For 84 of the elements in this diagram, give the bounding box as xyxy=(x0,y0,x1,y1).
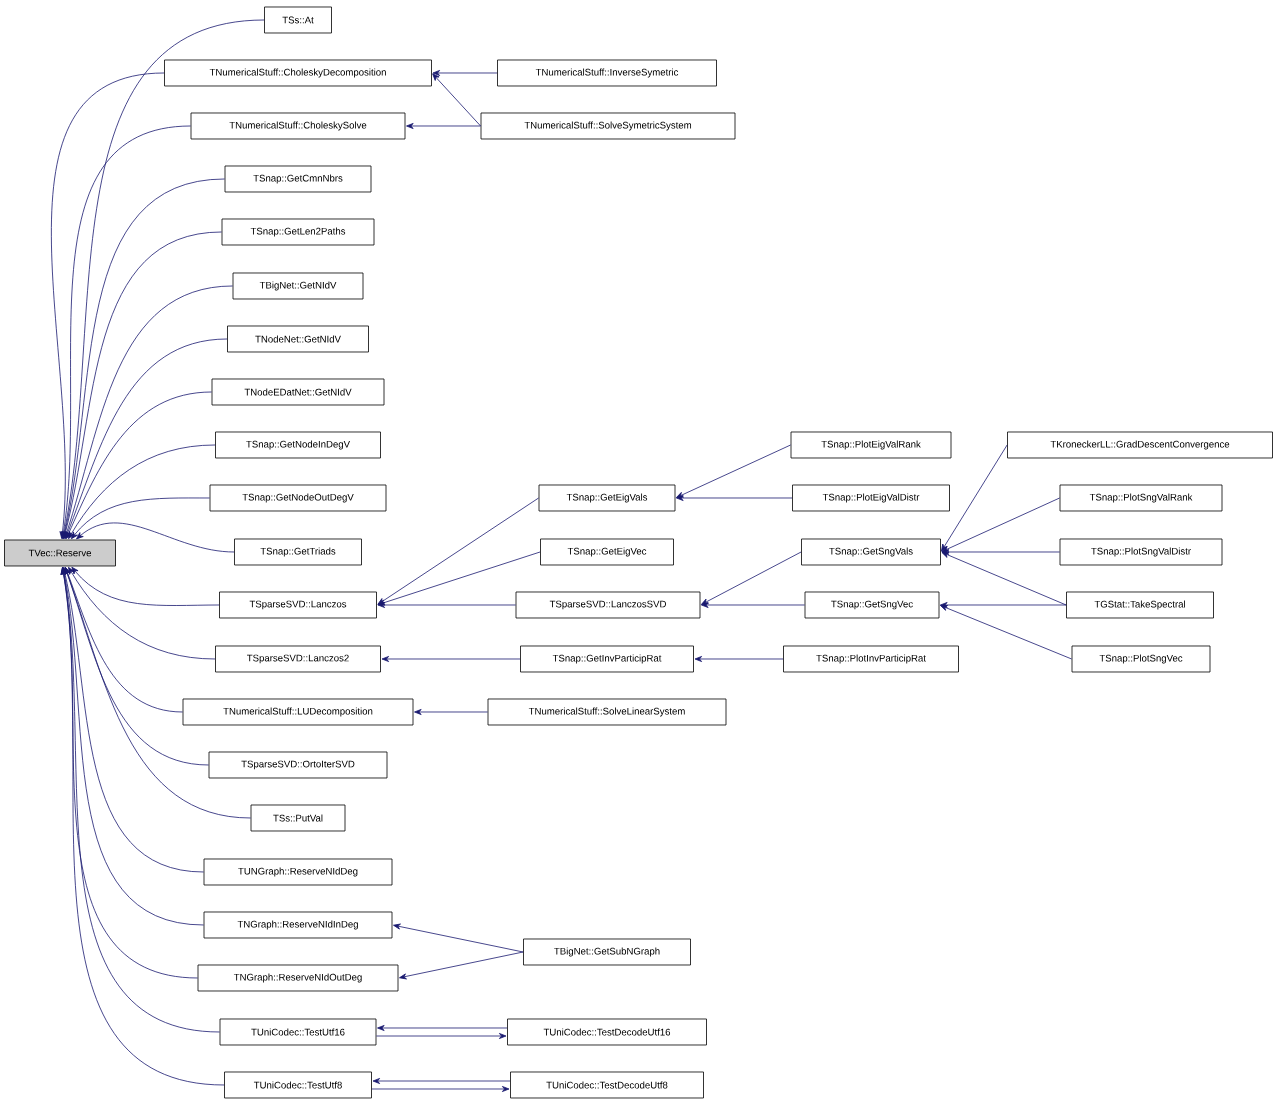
function-box: TSnap::GetInvParticipRat xyxy=(520,645,694,673)
arrow xyxy=(432,73,481,127)
function-box: TSnap::GetEigVals xyxy=(538,484,676,512)
function-box: TUniCodec::TestUtf8 xyxy=(224,1071,372,1099)
arrow xyxy=(65,567,183,713)
function-box: TNGraph::ReserveNIdOutDeg xyxy=(197,964,399,992)
arrow xyxy=(61,567,204,926)
function-box: TNumericalStuff::InverseSymetric xyxy=(497,59,717,87)
function-box: TUniCodec::TestDecodeUtf8 xyxy=(510,1071,704,1099)
function-box: TSnap::GetSngVals xyxy=(801,538,941,566)
arrow xyxy=(372,1078,511,1084)
function-box: TSnap::PlotEigValRank xyxy=(790,431,952,459)
function-box: TNodeNet::GetNIdV xyxy=(227,325,369,353)
arrow xyxy=(60,125,191,539)
arrow xyxy=(377,602,516,608)
arrow xyxy=(393,923,524,953)
arrow xyxy=(65,391,212,539)
arrow xyxy=(381,656,521,662)
arrow xyxy=(70,497,210,540)
function-box: TNumericalStuff::CholeskySolve xyxy=(190,112,406,140)
function-box: TUNGraph::ReserveNIdDeg xyxy=(203,858,393,886)
function-box: TSnap::GetSngVec xyxy=(804,591,940,619)
function-box: TSnap::GetCmnNbrs xyxy=(224,165,372,193)
function-box: TSnap::PlotSngVec xyxy=(1071,645,1211,673)
arrow xyxy=(399,951,524,980)
function-box: TSnap::GetNodeInDegV xyxy=(215,431,381,459)
function-box: TSnap::GetEigVec xyxy=(540,538,674,566)
function-box: TNumericalStuff::SolveLinearSystem xyxy=(487,698,727,726)
arrow xyxy=(676,444,791,498)
function-box: TSnap::PlotEigValDistr xyxy=(792,484,950,512)
arrow xyxy=(65,338,228,539)
arrow xyxy=(62,567,204,873)
function-box: TKroneckerLL::GradDescentConvergence xyxy=(1007,431,1273,459)
arrow xyxy=(432,70,498,76)
function-box: TNumericalStuff::CholeskyDecomposition xyxy=(164,59,432,87)
arrow xyxy=(941,552,1067,606)
arrow xyxy=(941,497,1060,552)
arrow xyxy=(62,178,225,539)
function-box: TSparseSVD::LanczosSVD xyxy=(515,591,701,619)
arrow xyxy=(377,497,539,605)
arrow xyxy=(694,656,784,662)
arrow xyxy=(376,1033,507,1039)
function-box: TSnap::GetLen2Paths xyxy=(221,218,375,246)
function-box: TSparseSVD::OrtoIterSVD xyxy=(208,751,388,779)
arrow xyxy=(64,567,209,766)
function-box: TSnap::GetTriads xyxy=(234,538,362,566)
arrow xyxy=(371,1086,510,1092)
function-box: TNumericalStuff::LUDecomposition xyxy=(182,698,414,726)
arrow xyxy=(76,522,235,553)
function-box: TNumericalStuff::SolveSymetricSystem xyxy=(480,112,736,140)
function-box: TSs::PutVal xyxy=(250,804,346,832)
arrow xyxy=(414,709,488,715)
function-box: TSnap::GetNodeOutDegV xyxy=(209,484,387,512)
function-box: TSnap::PlotInvParticipRat xyxy=(783,645,959,673)
function-box: TNGraph::ReserveNIdInDeg xyxy=(203,911,393,939)
arrow xyxy=(701,602,805,608)
arrow xyxy=(71,566,220,606)
arrow xyxy=(676,495,793,501)
function-box: TSparseSVD::Lanczos xyxy=(219,591,377,619)
arrow xyxy=(701,551,802,605)
arrow xyxy=(63,285,233,539)
function-box: TSs::At xyxy=(264,6,332,34)
arrow xyxy=(377,1025,508,1031)
function-box: TNodeEDatNet::GetNIdV xyxy=(211,378,385,406)
function-box: TVec::Reserve xyxy=(4,539,116,567)
arrow xyxy=(64,567,251,819)
function-box: TSnap::PlotSngValDistr xyxy=(1059,538,1223,566)
function-box: TGStat::TakeSpectral xyxy=(1066,591,1214,619)
arrow xyxy=(940,605,1072,660)
arrow xyxy=(50,72,165,539)
arrow xyxy=(62,231,222,539)
arrow xyxy=(406,123,481,129)
arrow xyxy=(941,444,1008,552)
arrow xyxy=(941,549,1060,555)
arrow xyxy=(68,566,216,660)
function-box: TUniCodec::TestUtf16 xyxy=(219,1018,377,1046)
function-box: TSparseSVD::Lanczos2 xyxy=(215,645,381,673)
arrow xyxy=(377,551,541,606)
arrow xyxy=(68,444,216,540)
function-box: TUniCodec::TestDecodeUtf16 xyxy=(507,1018,707,1046)
arrow xyxy=(940,602,1067,608)
function-box: TBigNet::GetSubNGraph xyxy=(523,938,691,966)
function-box: TSnap::PlotSngValRank xyxy=(1059,484,1223,512)
function-box: TBigNet::GetNIdV xyxy=(232,272,364,300)
